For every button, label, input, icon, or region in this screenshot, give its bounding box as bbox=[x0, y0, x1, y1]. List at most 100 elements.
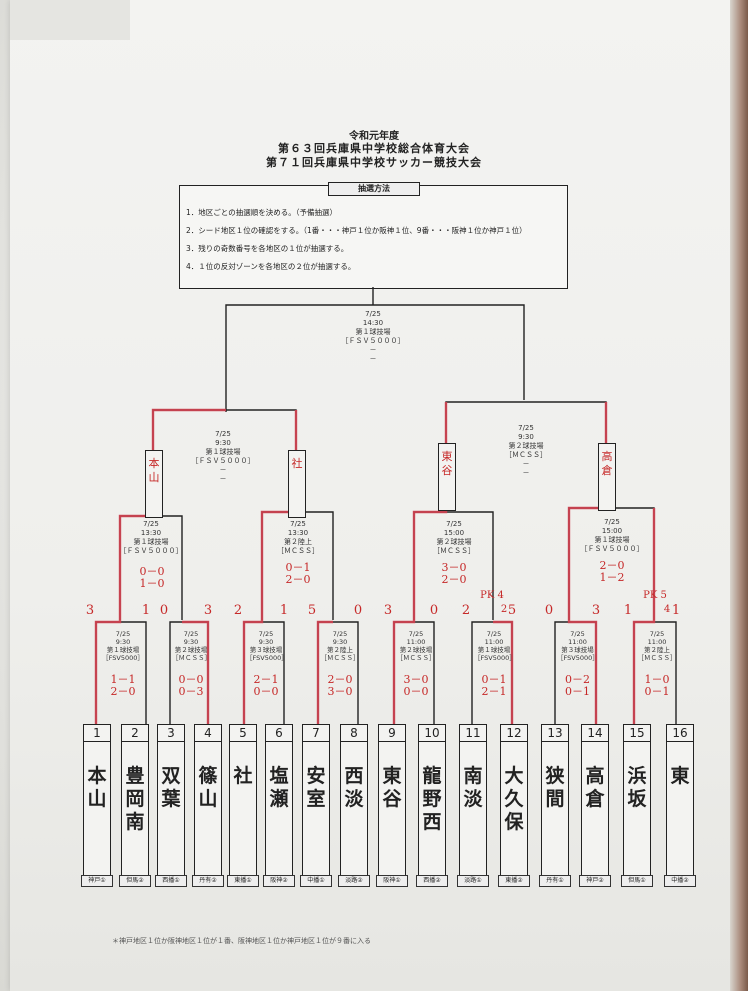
team-region: 淡路② bbox=[338, 875, 370, 887]
score-first-half: 0－1 bbox=[481, 673, 507, 686]
score-second-half: 1－0 bbox=[139, 577, 165, 590]
team-region: 西播① bbox=[155, 875, 187, 887]
match-time: 11:00 bbox=[568, 638, 587, 646]
draw-rule: 3．残りの奇数番号を各地区の１位が抽選する。 bbox=[186, 244, 349, 253]
team-number: 7 bbox=[303, 725, 329, 742]
penalty-kick-note: PK 5 bbox=[643, 590, 667, 601]
match-time: 9:30 bbox=[215, 439, 231, 447]
team-region: 中播① bbox=[300, 875, 332, 887]
match-time: 9:30 bbox=[183, 638, 199, 646]
draw-rule: 2．シード地区１位の確認をする。（1番・・・神戸１位か阪神１位、9番・・・阪神１… bbox=[186, 226, 527, 235]
match-date: 7/25 bbox=[518, 424, 534, 432]
penalty-kick-score: 4 bbox=[663, 604, 671, 615]
team-name: 龍野西 bbox=[422, 765, 442, 833]
match-score: － bbox=[369, 355, 377, 363]
score-first-half: 2－1 bbox=[253, 673, 279, 686]
team-region: 淡路① bbox=[457, 875, 489, 887]
match-time: 9:30 bbox=[332, 638, 348, 646]
match-date: 7/25 bbox=[115, 630, 131, 638]
match-time: 13:30 bbox=[140, 529, 162, 537]
match-ground: ［FSV5000］ bbox=[246, 654, 288, 662]
team-number: 13 bbox=[542, 725, 568, 742]
score-second-half: 0－0 bbox=[403, 685, 429, 698]
team-number: 6 bbox=[266, 725, 292, 742]
goal-total-right: 5 bbox=[507, 603, 517, 618]
finalist-box: 本山 bbox=[145, 450, 163, 518]
team-number: 3 bbox=[158, 725, 184, 742]
draw-rules-box: 抽選方法 1．地区ごとの抽選順を決める。（予備抽選） 2．シード地区１位の確認を… bbox=[179, 182, 568, 289]
match-time: 14:30 bbox=[362, 319, 384, 327]
team-number: 14 bbox=[582, 725, 608, 742]
final-match-info: 7/25 14:30 第１球技場 ［ＦＳＶ５０００］ － － bbox=[323, 310, 423, 364]
team-number: 12 bbox=[501, 725, 527, 742]
draw-rule: 4．１位の反対ゾーンを各地区の２位が抽選する。 bbox=[186, 262, 356, 271]
team-name: 豊岡南 bbox=[125, 765, 145, 833]
team-number: 16 bbox=[667, 725, 693, 742]
team-number: 2 bbox=[122, 725, 148, 742]
score-first-half: 0－0 bbox=[139, 565, 165, 578]
match-venue: 第３球技場 bbox=[249, 646, 283, 654]
match-time: 9:30 bbox=[518, 433, 534, 441]
match-time: 11:00 bbox=[406, 638, 426, 646]
quarterfinal-1-info: 7/25 13:30 第１球技場 ［ＦＳＶ５０００］ bbox=[112, 520, 190, 556]
team-name: 東谷 bbox=[382, 765, 402, 810]
quarterfinal-2-scores: 0－1 2－0 bbox=[268, 562, 328, 586]
team-name: 安室 bbox=[306, 765, 326, 810]
match-ground: ［ＭＣＳＳ］ bbox=[172, 654, 211, 662]
team-name: 西淡 bbox=[344, 765, 364, 810]
score-first-half: 0－2 bbox=[565, 673, 590, 686]
score-second-half: 2－0 bbox=[110, 685, 136, 698]
match-ground: ［ＭＣＳＳ］ bbox=[277, 547, 319, 555]
quarterfinal-3-scores: 3－0 2－0 bbox=[424, 562, 484, 586]
team-number: 8 bbox=[341, 725, 367, 742]
match-score: － bbox=[219, 466, 227, 474]
score-first-half: 2－0 bbox=[599, 559, 625, 572]
score-second-half: 1－2 bbox=[599, 571, 625, 584]
match-date: 7/25 bbox=[604, 518, 620, 526]
team-region: 神戸② bbox=[579, 875, 611, 887]
goal-total-left: 0 bbox=[159, 603, 169, 618]
goal-total-left: 2 bbox=[461, 603, 471, 618]
team-slot: 3 双葉 bbox=[157, 724, 185, 876]
quarterfinal-1-scores: 0－0 1－0 bbox=[122, 566, 182, 590]
quarterfinal-4-info: 7/25 15:00 第１球技場 ［ＦＳＶ５０００］ bbox=[572, 518, 652, 554]
match-time: 15:00 bbox=[601, 527, 623, 535]
match-ground: ［ＦＳＶ５０００］ bbox=[119, 547, 183, 555]
team-region: 東播① bbox=[227, 875, 259, 887]
team-name: 社 bbox=[233, 765, 253, 787]
match-venue: 第２陸上 bbox=[644, 646, 670, 654]
match-date: 7/25 bbox=[408, 630, 424, 638]
match-date: 7/25 bbox=[215, 430, 231, 438]
team-region: 但馬② bbox=[119, 875, 151, 887]
goal-total-left: 5 bbox=[307, 603, 317, 618]
team-name: 南淡 bbox=[463, 765, 483, 810]
team-name: 双葉 bbox=[161, 765, 181, 810]
team-region: 中播② bbox=[664, 875, 696, 887]
score-second-half: 0－0 bbox=[253, 685, 279, 698]
match-venue: 第２陸上 bbox=[327, 646, 353, 654]
finalist-name: 東谷 bbox=[441, 450, 453, 477]
quarterfinal-2-info: 7/25 13:30 第２陸上 ［ＭＣＳＳ］ bbox=[258, 520, 338, 556]
goal-total-right: 1 bbox=[671, 603, 681, 618]
team-slot: 7 安室 bbox=[302, 724, 330, 876]
match-venue: 第２球技場 bbox=[399, 646, 433, 654]
match-venue: 第２球技場 bbox=[436, 538, 472, 546]
score-first-half: 3－0 bbox=[441, 561, 467, 574]
title-year: 令和元年度 bbox=[349, 131, 399, 142]
